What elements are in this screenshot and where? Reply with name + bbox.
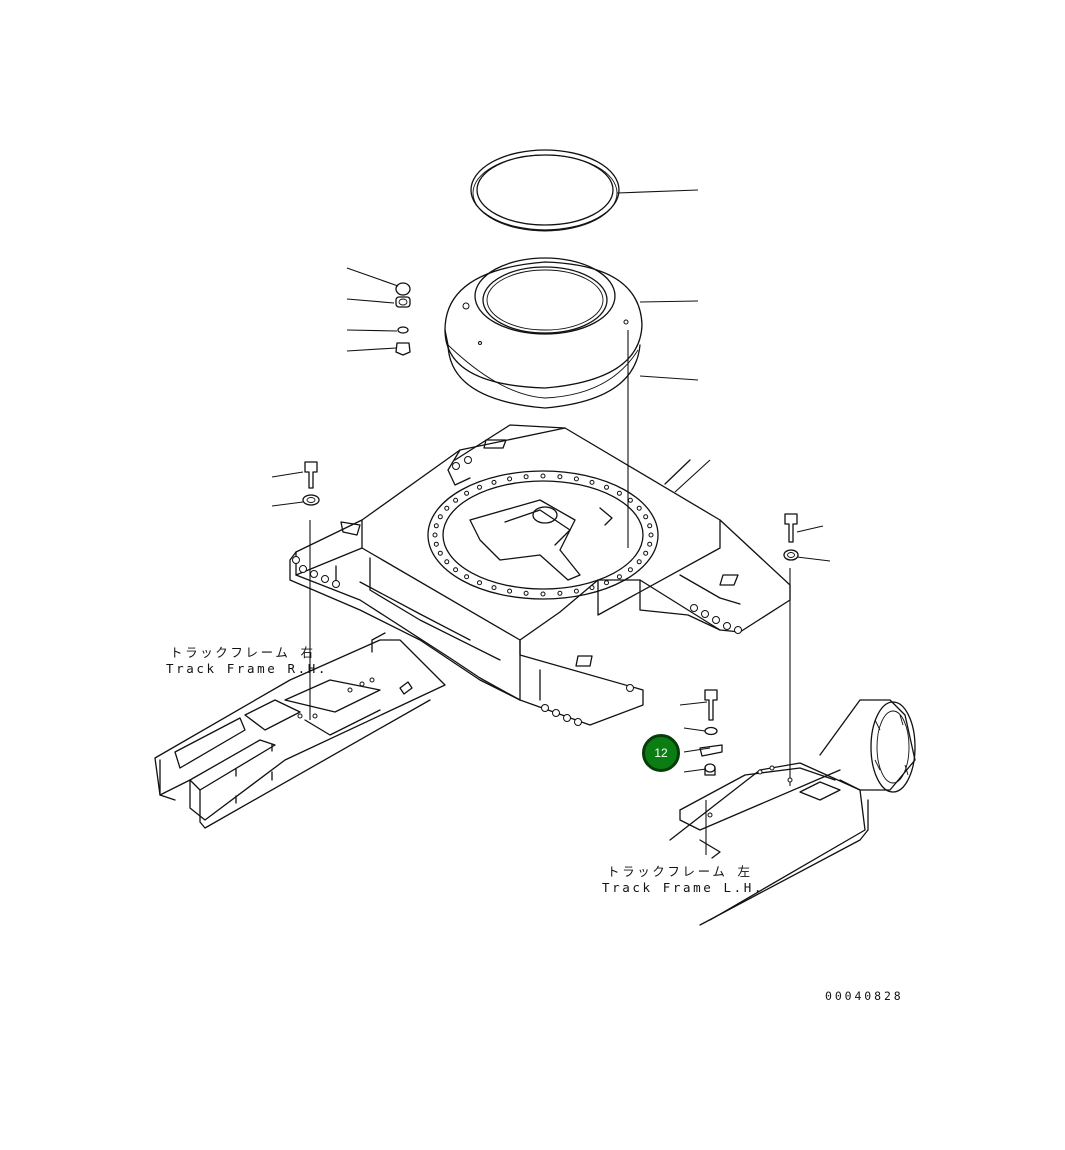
bolt-hole <box>589 479 595 485</box>
bolt-hole <box>433 523 439 529</box>
bolt-hole <box>604 484 609 490</box>
bolt-hole <box>643 514 649 520</box>
bolt-hole <box>437 550 443 556</box>
bolt-hole <box>433 541 439 547</box>
bolt-hole <box>647 523 653 529</box>
track-frame-lh <box>669 699 916 926</box>
bolt-hole <box>557 474 563 480</box>
bolt-hole <box>464 490 470 496</box>
bolt-hole <box>507 588 513 594</box>
track-frame-lh-label-en: Track Frame L.H. <box>602 880 765 895</box>
bolt-hole <box>477 580 482 586</box>
bolt-hole <box>453 567 459 573</box>
bolt-hole <box>627 567 633 573</box>
bolt-hole <box>648 532 654 538</box>
mounting-hardware <box>699 689 723 776</box>
bolt-hole <box>636 559 642 565</box>
bolt-hole <box>616 574 622 580</box>
bolt-hole <box>523 590 529 596</box>
swing-circle-cover <box>444 257 643 409</box>
bolt-hole <box>540 591 546 597</box>
seal-ring <box>470 149 620 232</box>
bolt-hole <box>523 474 529 480</box>
bolt-hole <box>453 497 459 503</box>
bolt-hole <box>573 476 579 482</box>
track-frame-lh-label-jp: トラックフレーム 左 <box>607 864 753 879</box>
bolt-hole <box>636 505 642 511</box>
callout-number: 12 <box>654 746 668 760</box>
swing-circle-mount <box>427 470 659 600</box>
bolt-hole <box>507 476 513 482</box>
part-callout-12[interactable]: 12 <box>642 734 680 772</box>
bolt-hole <box>573 588 579 594</box>
bolt-hole <box>491 585 497 591</box>
bolt-hole <box>477 484 482 490</box>
bolt-hole <box>464 574 470 580</box>
bolt-hole <box>491 479 497 485</box>
bolt-hole <box>432 532 438 538</box>
bolt-hole <box>643 550 649 556</box>
track-frame-rh-label-en: Track Frame R.H. <box>166 661 329 676</box>
track-frame-rh-label-jp: トラックフレーム 右 <box>170 645 316 660</box>
frame-bolts <box>302 461 799 561</box>
center-frame <box>289 424 791 726</box>
bolt-hole <box>616 490 622 496</box>
drawing-number: 00040828 <box>825 989 904 1003</box>
bolt-hole <box>437 514 443 520</box>
bolt-hole <box>557 590 563 596</box>
bolt-hole <box>647 541 653 547</box>
bolt-hole <box>540 473 546 479</box>
bolt-hole <box>589 585 595 591</box>
cover-hardware <box>395 282 411 356</box>
bolt-hole <box>444 559 450 565</box>
track-frame-rh <box>154 632 446 829</box>
bolt-hole <box>604 580 609 586</box>
bolt-hole <box>627 497 633 503</box>
leader-lines <box>271 189 831 855</box>
bolt-hole <box>444 505 450 511</box>
